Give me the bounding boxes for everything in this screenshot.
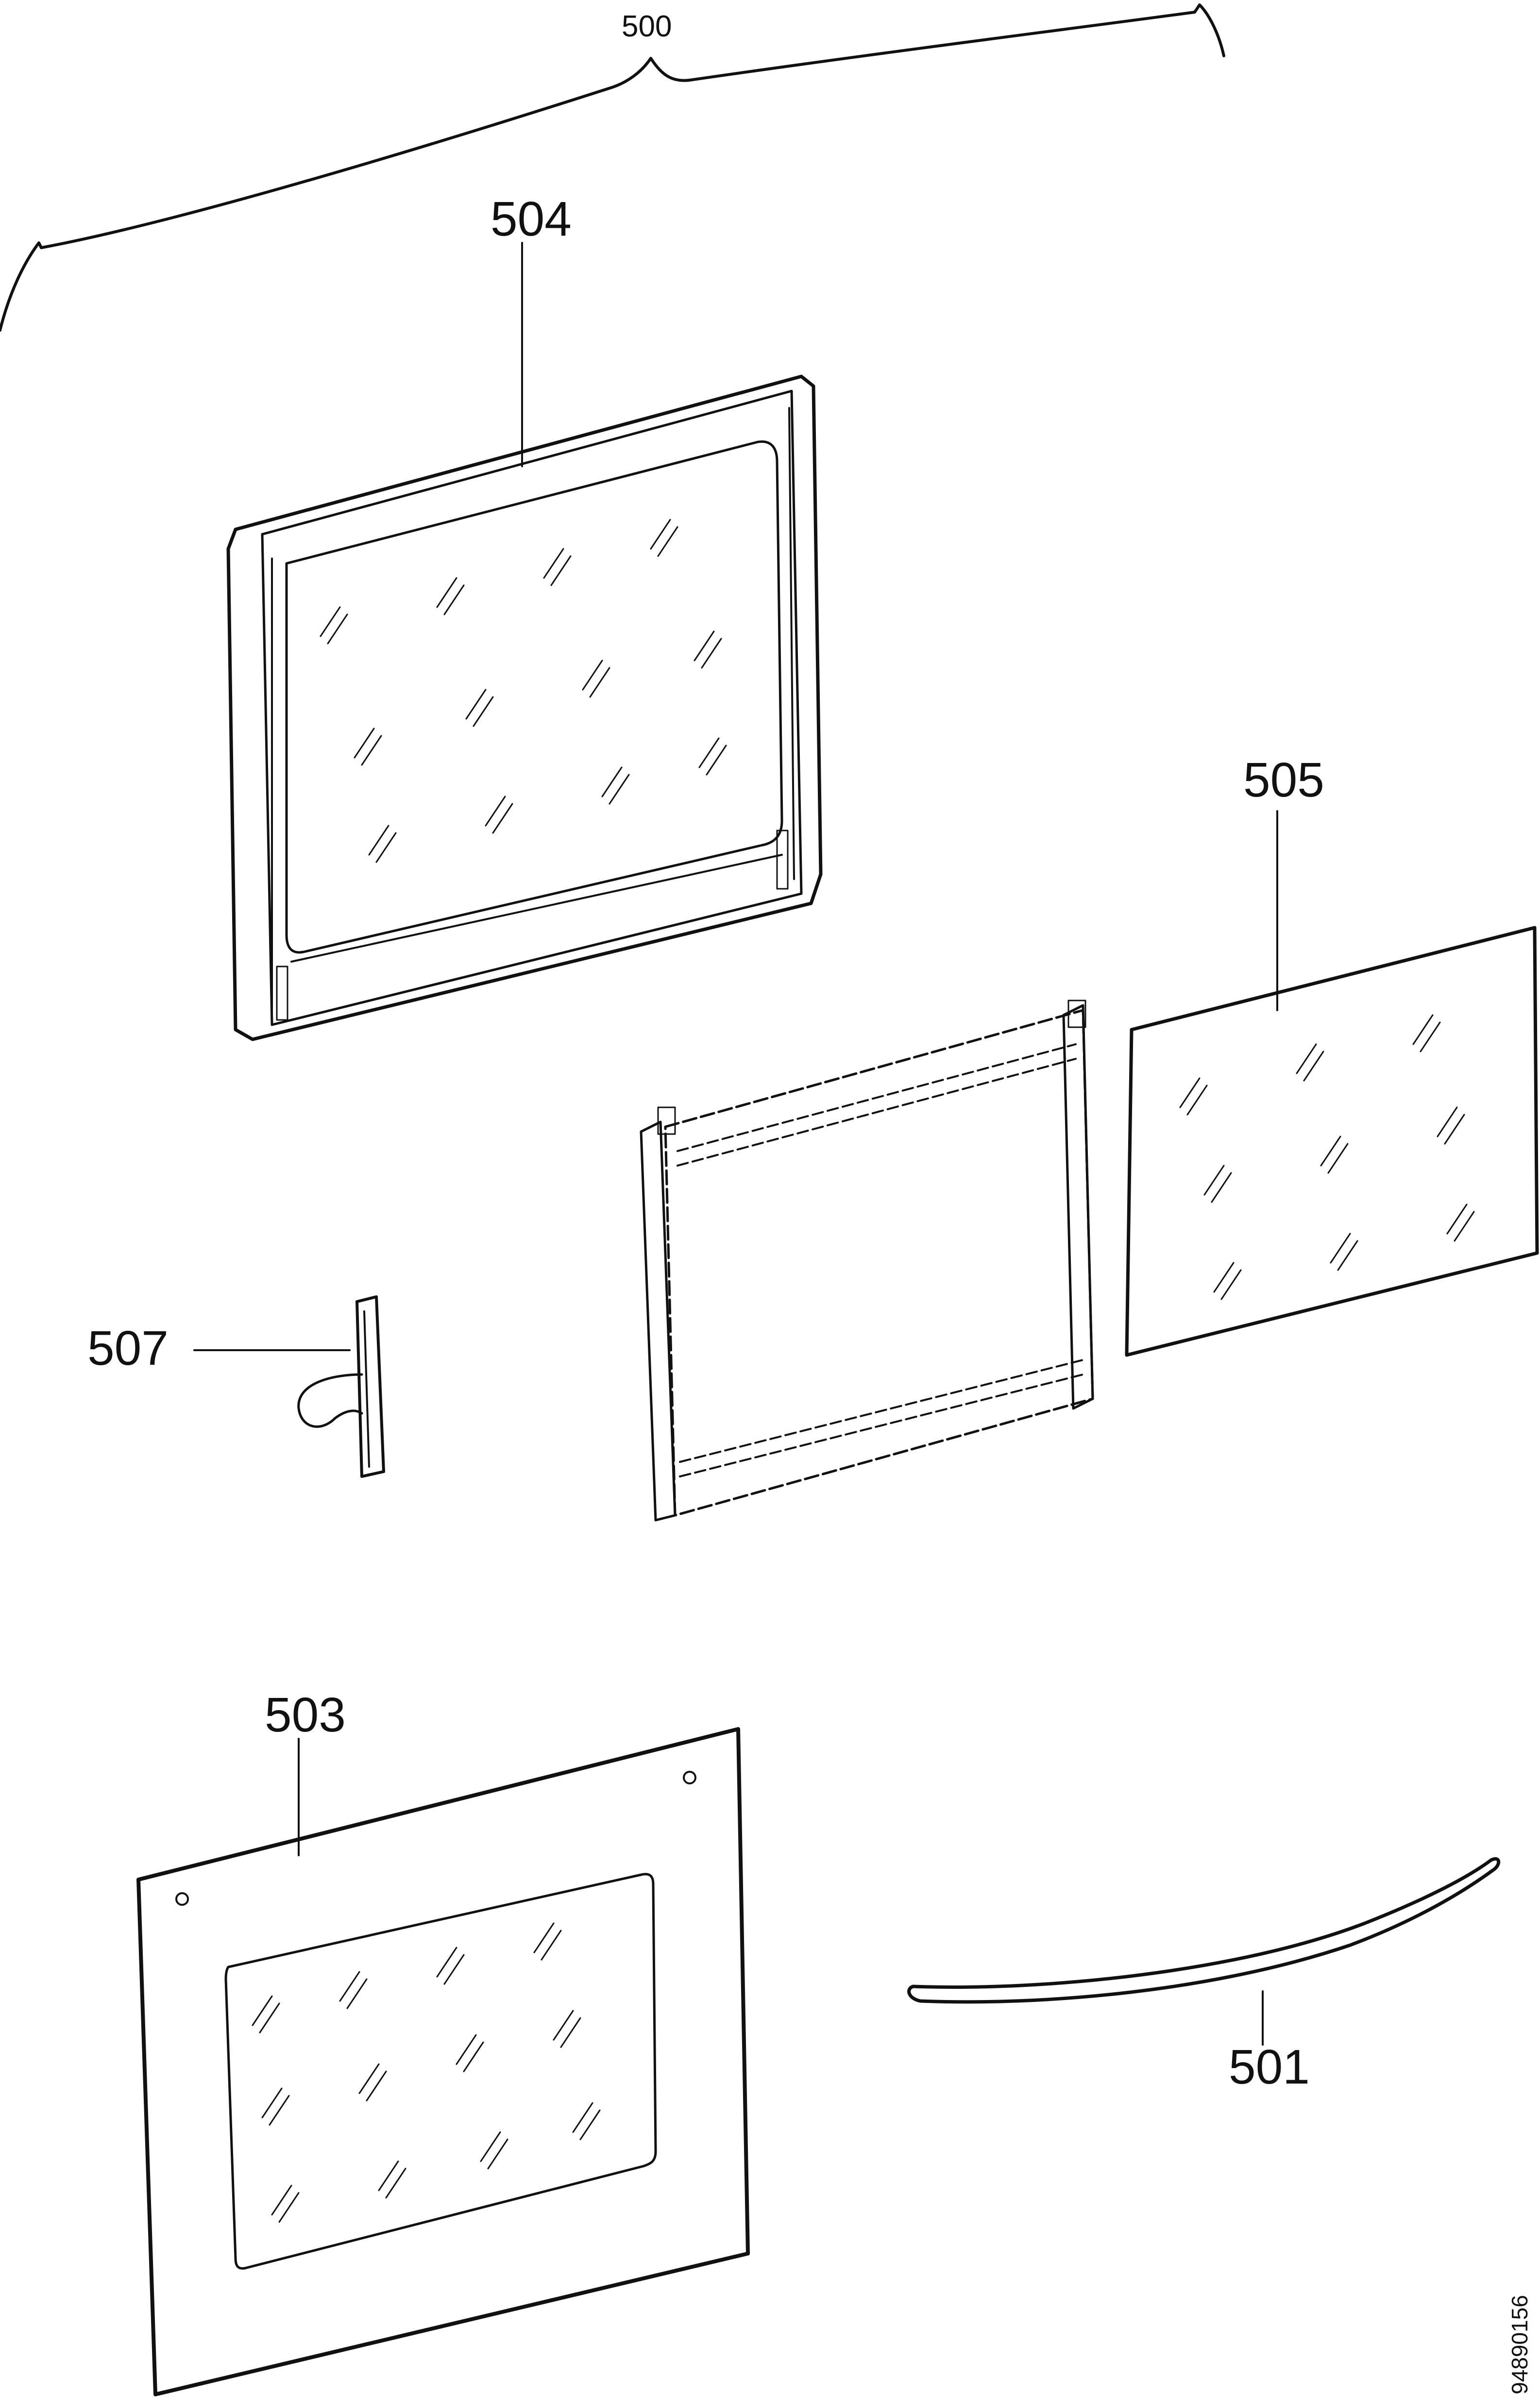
label-500: 500 xyxy=(622,10,672,43)
glass-hatch-503 xyxy=(252,1922,601,2223)
inner-door-panel: 504 xyxy=(226,192,823,1041)
hinge: 507 xyxy=(87,1295,385,1478)
glass-hatch-505 xyxy=(1179,1014,1475,1300)
document-id: 94890156 xyxy=(1507,2295,1532,2394)
label-507: 507 xyxy=(87,1321,169,1375)
label-503: 503 xyxy=(265,1688,346,1742)
label-505: 505 xyxy=(1243,753,1324,807)
glass-hatch-504 xyxy=(320,519,727,863)
label-501: 501 xyxy=(1229,2040,1310,2094)
door-handle: 501 xyxy=(907,1857,1501,2094)
outer-door-panel: 503 xyxy=(136,1688,750,2396)
door-frame xyxy=(640,1000,1094,1522)
assembly-bracket: 500 xyxy=(0,3,1225,332)
glass-pane: 505 xyxy=(1125,753,1539,1357)
label-504: 504 xyxy=(491,192,572,246)
